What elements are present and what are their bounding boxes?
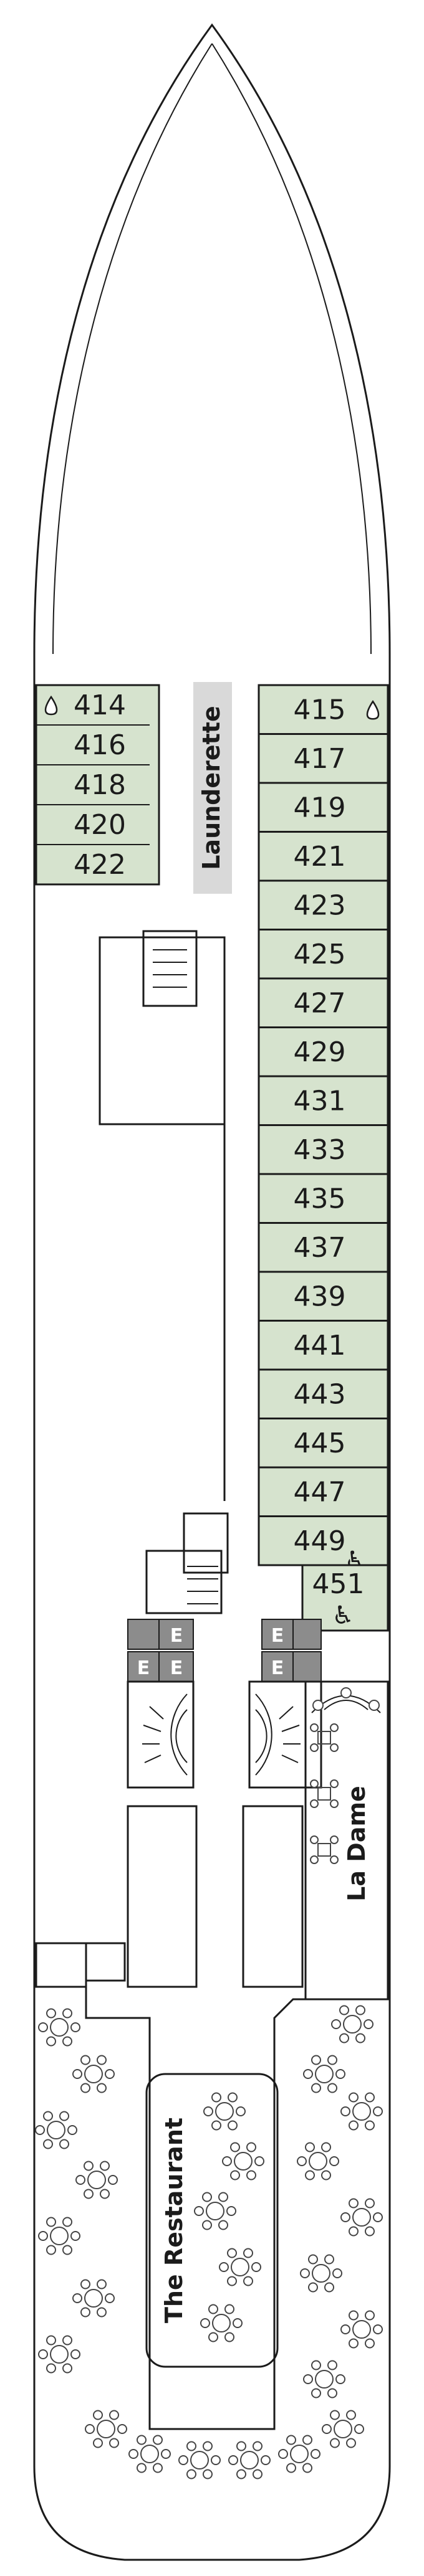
cabin-431: 431 — [258, 1075, 389, 1126]
dining-table-icon — [75, 2161, 118, 2199]
la-dame-seating — [310, 1723, 339, 1864]
dining-table-icon — [38, 2008, 80, 2047]
dining-table-icon — [228, 2441, 271, 2479]
cabin-number: 422 — [74, 849, 126, 881]
dining-table-icon — [340, 2198, 383, 2237]
cabin-number: 423 — [294, 889, 346, 921]
dining-table-icon — [194, 2192, 236, 2230]
lounge-seat-icon — [310, 1723, 339, 1752]
cabin-445: 445 — [258, 1418, 389, 1469]
bow-inner-line — [52, 43, 372, 655]
cabin-number: 418 — [74, 769, 126, 801]
water-drop-icon — [44, 695, 58, 716]
water-drop-icon — [366, 699, 380, 720]
elevator-label: E — [170, 1657, 183, 1679]
cabin-number: 417 — [294, 743, 346, 775]
elevator-label: E — [271, 1625, 284, 1647]
cabin-number: 439 — [294, 1281, 346, 1312]
dining-table-icon — [222, 2142, 264, 2181]
cabin-number: 431 — [294, 1085, 346, 1117]
cabin-number: 447 — [294, 1476, 346, 1508]
dining-table-icon — [72, 2055, 115, 2093]
dining-table-icon — [38, 2217, 80, 2255]
dining-table-icon — [340, 2092, 383, 2131]
cabin-447: 447 — [258, 1466, 389, 1517]
dining-table-icon — [128, 2435, 171, 2473]
forward-stair-structure — [99, 930, 226, 1501]
dining-table-icon — [38, 2335, 80, 2374]
cabin-449: 449♿ — [258, 1515, 389, 1575]
cabin-number: 451 — [312, 1568, 365, 1600]
cabin-number: 420 — [74, 809, 126, 841]
dining-table-icon — [72, 2279, 115, 2318]
cabin-number: 429 — [294, 1036, 346, 1068]
lounge-seat-icon — [310, 1779, 339, 1808]
cabin-number: 416 — [74, 729, 126, 761]
port-cabin-group: 414 416 418 420 422 — [35, 684, 160, 886]
cabin-number: 445 — [294, 1428, 346, 1459]
cabin-419: 419 — [258, 782, 389, 833]
dining-table-icon — [278, 2435, 320, 2473]
dining-table-icon — [331, 2005, 373, 2043]
dining-table-icon — [85, 2410, 127, 2448]
cabin-421: 421 — [258, 831, 389, 882]
cabin-number: 441 — [294, 1330, 346, 1361]
dining-table-icon — [203, 2092, 246, 2131]
hull-outline — [33, 23, 391, 2561]
aft-stair-structure — [145, 1512, 229, 1614]
grand-staircase-icon — [127, 1680, 322, 1789]
dining-table-icon — [340, 2310, 383, 2349]
cabin-423: 423 — [258, 879, 389, 930]
cabin-443: 443 — [258, 1368, 389, 1419]
elevator-label: E — [137, 1657, 150, 1679]
cabin-437: 437 — [258, 1222, 389, 1273]
dining-table-icon — [200, 2304, 243, 2342]
cabin-427: 427 — [258, 977, 389, 1028]
dining-table-icon — [303, 2055, 345, 2093]
restaurant-label: The Restaurant — [160, 2118, 188, 2323]
restaurant-area: The Restaurant — [145, 2073, 279, 2368]
cabin-425: 425 — [258, 929, 389, 980]
cabin-number: 425 — [294, 939, 346, 970]
cabin-417: 417 — [258, 733, 389, 784]
wheelchair-icon: ♿ — [332, 1601, 354, 1630]
cabin-number: 449 — [294, 1525, 346, 1557]
cabin-number: 421 — [294, 841, 346, 873]
dining-table-icon — [300, 2254, 342, 2293]
cabin-number: 415 — [294, 694, 346, 726]
dining-table-icon — [178, 2441, 221, 2479]
starboard-cabin-group: 415 417 419 421 423 425 427 429 431 433 435 437 439 4… — [258, 684, 389, 1632]
elevator-label: E — [170, 1625, 183, 1647]
cabin-439: 439 — [258, 1271, 389, 1322]
cabin-number: 433 — [294, 1134, 346, 1166]
cabin-number: 443 — [294, 1378, 346, 1410]
lounge-seat-icon — [310, 1835, 339, 1864]
dining-table-icon — [35, 2111, 77, 2149]
dining-tables — [35, 2005, 383, 2479]
la-dame-label: La Dame — [343, 1786, 370, 1901]
cabin-429: 429 — [258, 1026, 389, 1077]
cabin-number: 427 — [294, 987, 346, 1019]
dining-table-icon — [297, 2142, 339, 2181]
launderette-room — [193, 682, 232, 894]
dining-table-icon — [219, 2248, 261, 2286]
dining-table-icon — [322, 2410, 364, 2448]
elevator-bank-starboard: E E — [261, 1619, 322, 1682]
la-dame-lounge: La Dame — [304, 1680, 389, 2001]
cabin-415: 415 — [258, 684, 389, 735]
cabin-433: 433 — [258, 1124, 389, 1175]
cabin-number: 435 — [294, 1183, 346, 1215]
cabin-441: 441 — [258, 1320, 389, 1371]
cabin-number: 437 — [294, 1232, 346, 1264]
cabin-435: 435 — [258, 1173, 389, 1224]
cabin-number: 414 — [74, 689, 126, 721]
cabin-number: 419 — [294, 792, 346, 823]
elevator-bank-port: E E E — [127, 1619, 194, 1682]
elevator-label: E — [271, 1657, 284, 1679]
launderette-label: Launderette — [198, 706, 225, 870]
dining-table-icon — [303, 2360, 345, 2398]
